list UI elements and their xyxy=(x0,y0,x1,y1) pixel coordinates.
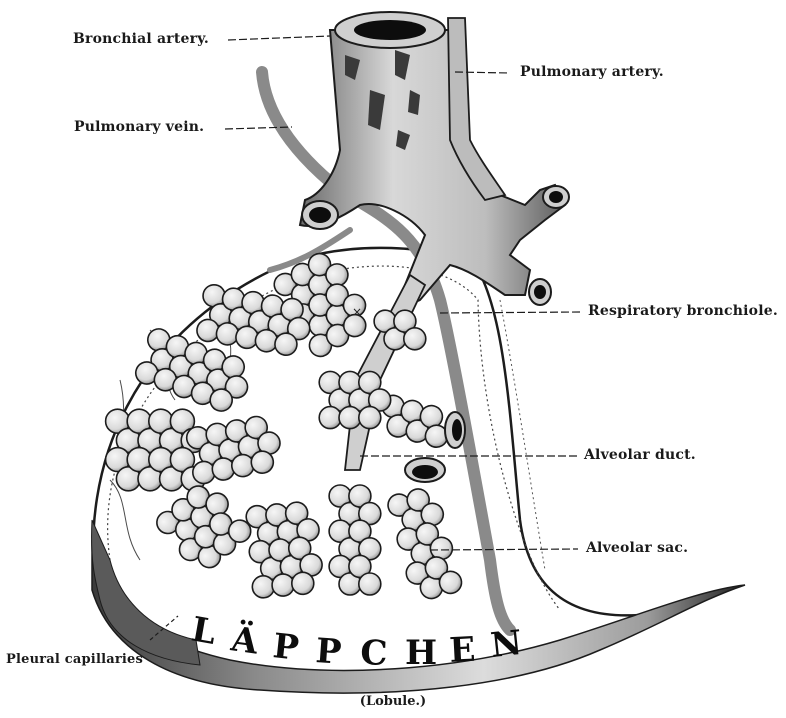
alveolus xyxy=(359,407,381,429)
alveolar-sac-cluster xyxy=(386,484,464,604)
ribbon-letter: C xyxy=(360,633,388,674)
ribbon-letter: H xyxy=(405,633,437,673)
ribbon-letter: Ä xyxy=(228,618,261,662)
alveolar-sac-cluster xyxy=(319,371,391,428)
label-bronchial-artery: Bronchial artery. xyxy=(73,31,209,47)
alveolar-sac-cluster xyxy=(106,409,206,491)
label-alveolar-duct: Alveolar duct. xyxy=(584,447,696,463)
bronchus-lumen-hole xyxy=(354,20,426,40)
alveolar-sac-cluster xyxy=(329,485,381,595)
ribbon-letter: N xyxy=(489,623,524,666)
ribbon-letter: L xyxy=(188,609,219,653)
alveolus xyxy=(339,407,361,429)
alveolus xyxy=(319,407,341,429)
figure-caption: (Lobule.) xyxy=(0,694,786,709)
ribbon-letter: P xyxy=(314,631,342,673)
alveolar-sac-cluster xyxy=(185,413,285,485)
alveolus xyxy=(404,328,426,350)
label-respiratory-bronchiole: Respiratory bronchiole. xyxy=(588,303,778,319)
label-pulmonary-artery: Pulmonary artery. xyxy=(520,64,664,80)
label-alveolar-sac: Alveolar sac. xyxy=(586,540,688,556)
alveolus xyxy=(291,571,315,595)
label-pulmonary-vein: Pulmonary vein. xyxy=(74,119,204,135)
ribbon-letter: E xyxy=(448,630,476,671)
alveolus xyxy=(359,573,381,595)
alveolar-sac-cluster xyxy=(245,500,324,598)
x-marker: × xyxy=(352,305,362,319)
label-pleural-capillaries: Pleural capillaries xyxy=(6,652,143,667)
ribbon-letter: P xyxy=(271,626,301,668)
